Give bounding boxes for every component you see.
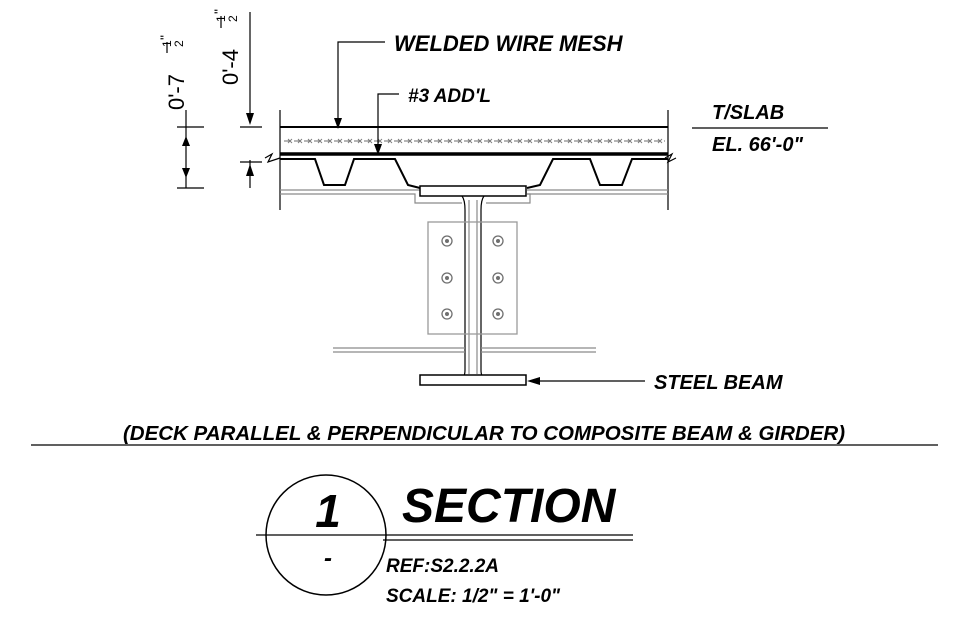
elevation-label: EL. 66'-0"	[712, 134, 803, 156]
section-scale: SCALE: 1/2" = 1'-0"	[386, 586, 561, 607]
slab-depth-inch-mark: "	[157, 35, 173, 40]
bolt-center	[445, 276, 449, 280]
top-of-slab-tag: T/SLAB EL. 66'-0"	[692, 102, 828, 156]
bolt-center	[496, 239, 500, 243]
bolt-center	[445, 239, 449, 243]
topping-depth-inch-mark: "	[211, 9, 227, 14]
section-sheet: -	[324, 545, 332, 572]
bolt-center	[445, 312, 449, 316]
add-bar-callout: #3 ADD'L	[374, 86, 491, 155]
slab-depth-dimension: 0'-7 1 2 "	[157, 35, 204, 189]
bolt-group	[441, 235, 504, 320]
steel-beam-label: STEEL BEAM	[654, 372, 784, 394]
section-number: 1	[315, 485, 341, 537]
welded-wire-mesh-label: WELDED WIRE MESH	[394, 31, 624, 56]
welded-wire-mesh-callout: WELDED WIRE MESH	[334, 31, 624, 129]
slab-depth-frac-den: 2	[172, 40, 186, 47]
bolt-center	[496, 312, 500, 316]
topping-depth-frac-den: 2	[226, 15, 240, 22]
slab-depth-text: 0'-7	[164, 74, 189, 110]
bolt-center	[496, 276, 500, 280]
topping-depth-dimension: 0'-4 1 2 "	[211, 9, 262, 188]
topping-depth-text: 0'-4	[218, 49, 243, 85]
top-of-slab-label: T/SLAB	[712, 102, 784, 124]
caption-text: (DECK PARALLEL & PERPENDICULAR TO COMPOS…	[123, 422, 845, 445]
section-reference: REF:S2.2.2A	[386, 556, 499, 577]
steel-beam-callout: STEEL BEAM	[527, 372, 784, 394]
section-title: SECTION	[402, 480, 617, 533]
section-tag: 1 - SECTION REF:S2.2.2A SCALE: 1/2" = 1'…	[256, 474, 633, 607]
section-caption: (DECK PARALLEL & PERPENDICULAR TO COMPOS…	[31, 422, 938, 446]
wire-mesh-marks	[287, 138, 663, 144]
steel-beam	[333, 185, 596, 386]
add-bar-label: #3 ADD'L	[408, 86, 491, 107]
metal-deck	[280, 158, 668, 204]
